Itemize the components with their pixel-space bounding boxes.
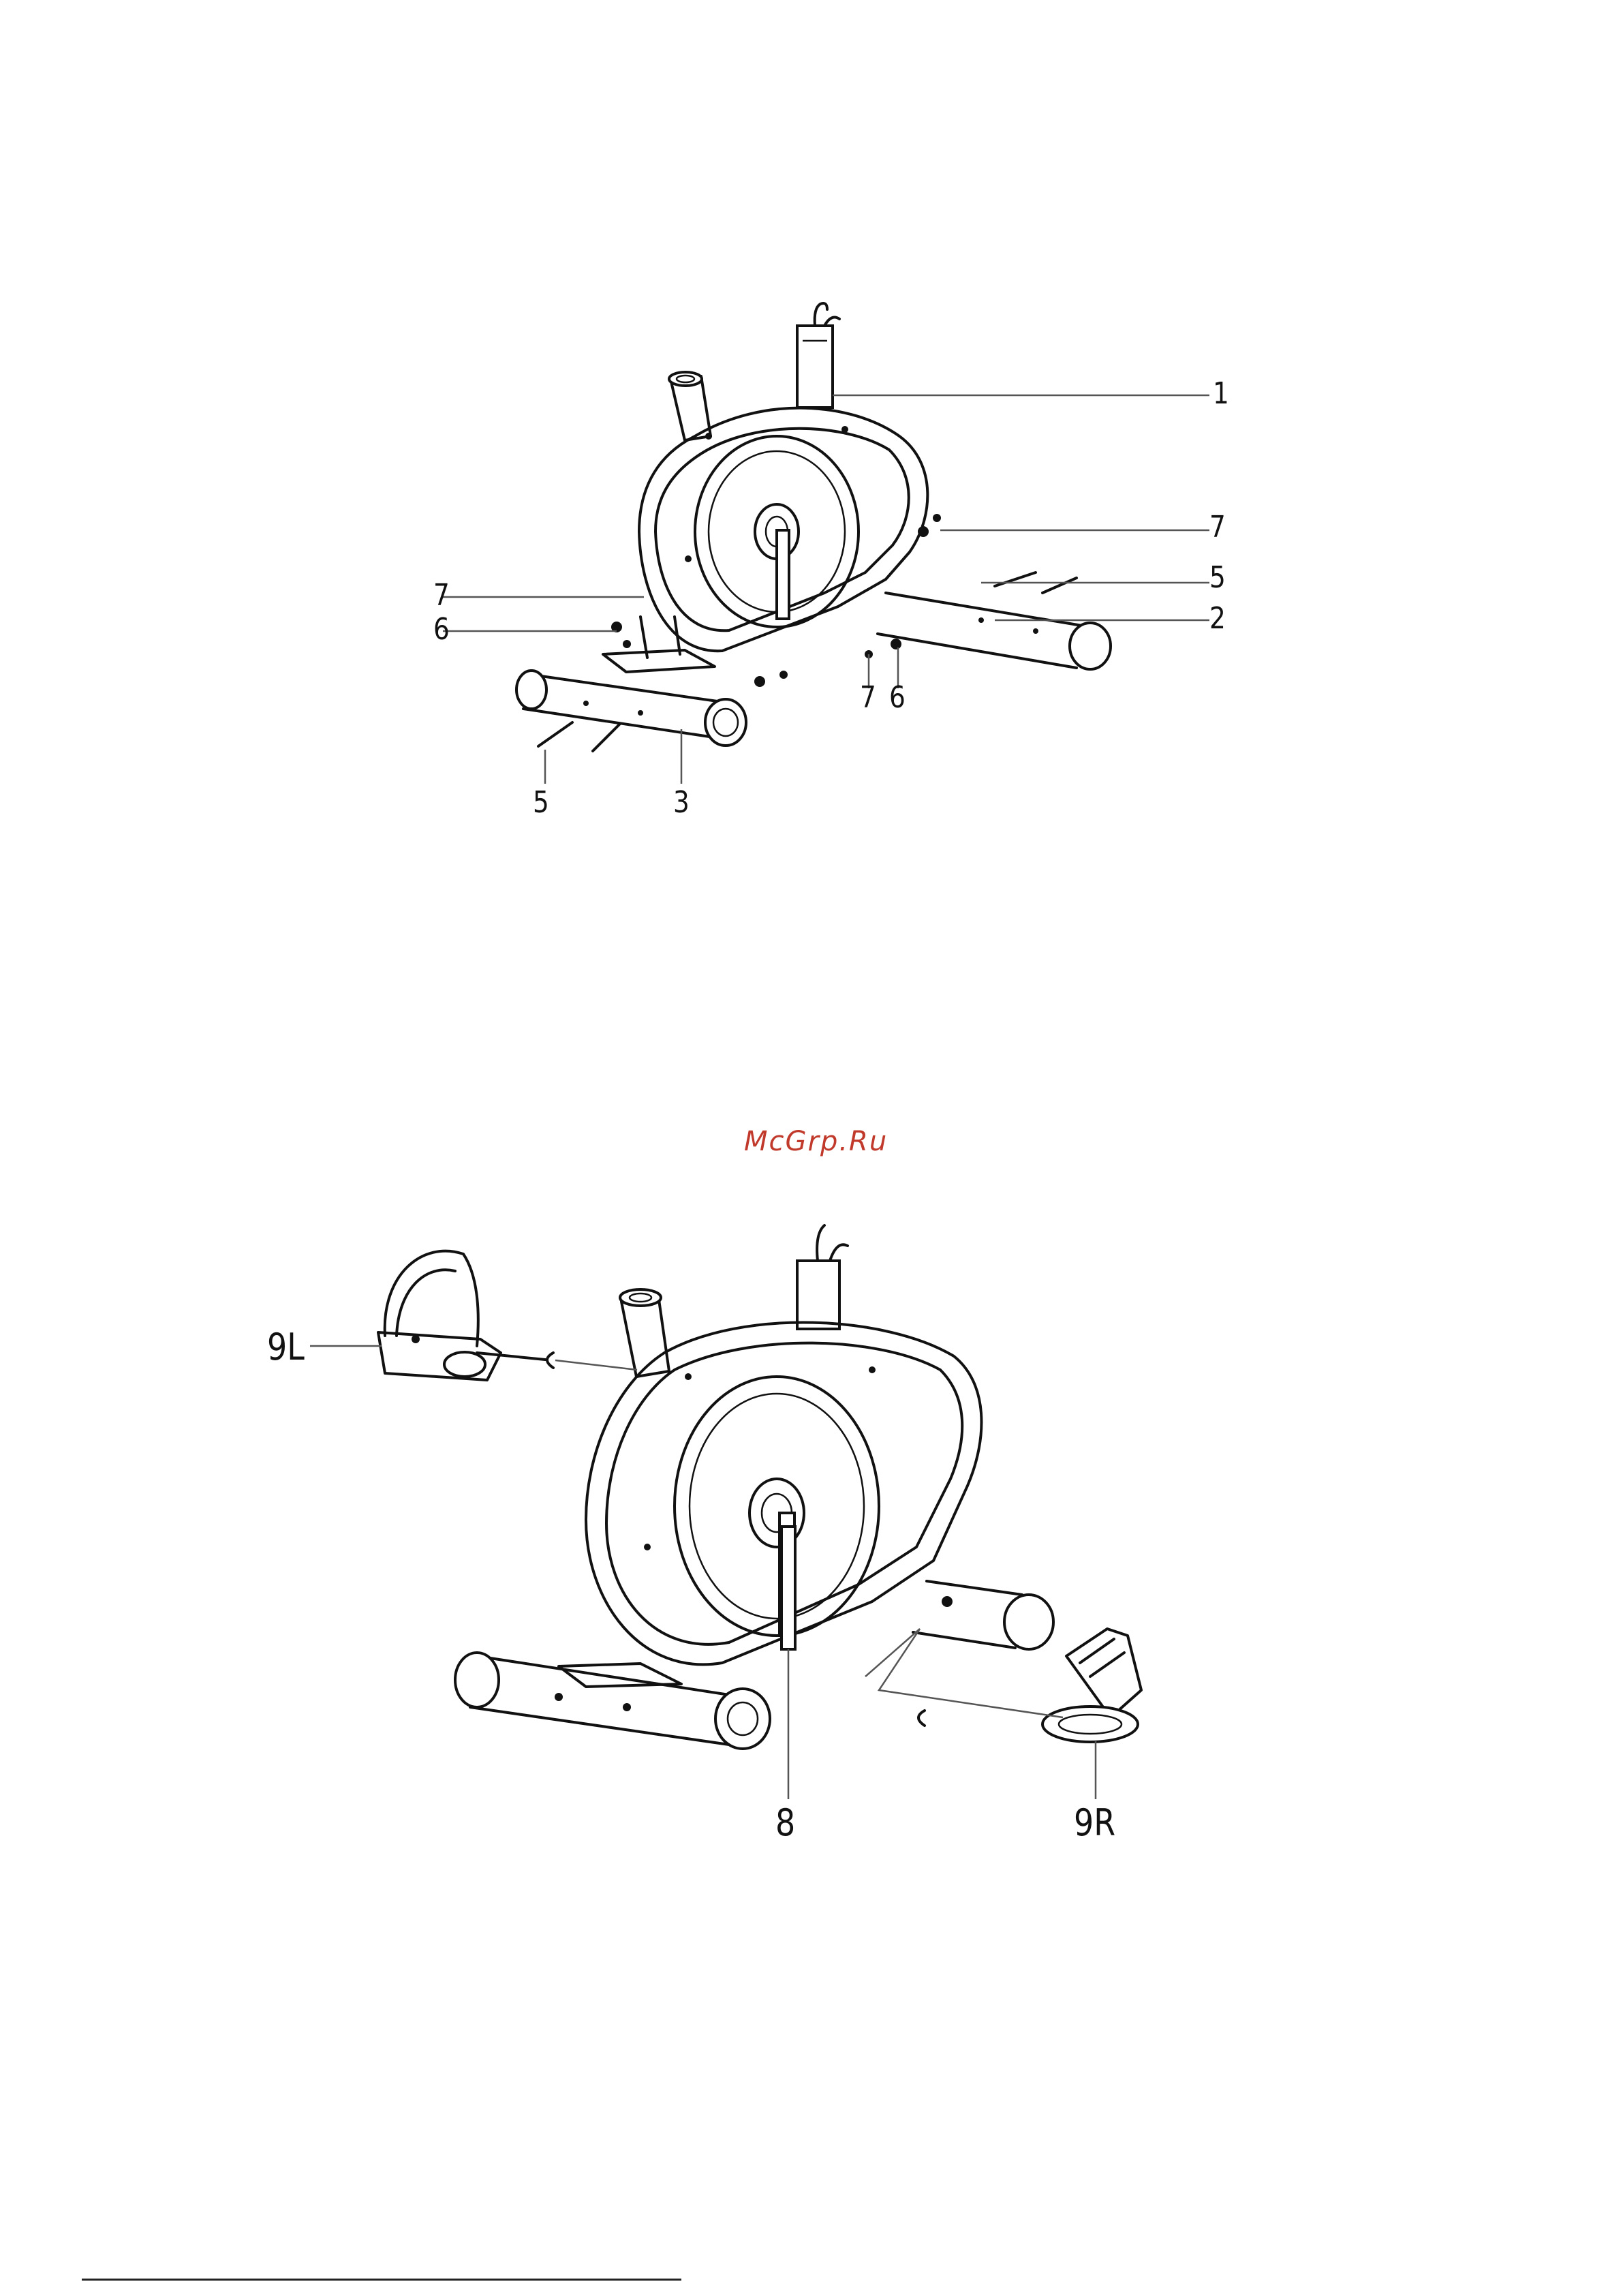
leader-lines-step2	[310, 1346, 1096, 1799]
callout-2: 2	[1209, 604, 1226, 634]
front-stabilizer-part3	[516, 671, 746, 746]
rear-stabilizer-part2	[878, 593, 1111, 669]
handlebar-stub-step2	[620, 1289, 669, 1377]
seat-post-stub-step1	[797, 303, 839, 408]
step1-assembly	[443, 303, 1209, 784]
callout-7-lower: 7	[860, 683, 876, 713]
callout-1: 1	[1213, 379, 1229, 409]
step2-assembly	[310, 1225, 1141, 1799]
callout-9R: 9R	[1074, 1805, 1115, 1841]
callout-9L: 9L	[267, 1329, 305, 1366]
crank-arm-part8	[782, 1527, 795, 1649]
callout-7-right: 7	[1209, 512, 1226, 542]
seat-post-stub-step2	[797, 1225, 848, 1329]
leader-lines-step1	[443, 395, 1209, 784]
frame-housing-step1	[639, 408, 927, 652]
callout-5-right: 5	[1209, 563, 1226, 593]
rear-stabilizer-step2	[913, 1581, 1053, 1649]
watermark-text: McGrp.Ru	[744, 1126, 888, 1157]
callout-6-lower: 6	[889, 683, 906, 713]
callout-6-left: 6	[433, 615, 450, 645]
front-bracket-step2	[559, 1664, 681, 1687]
callout-7-left: 7	[433, 581, 450, 611]
callout-3: 3	[673, 788, 690, 818]
callout-8: 8	[775, 1805, 795, 1841]
callout-5-left: 5	[533, 788, 549, 818]
front-stabilizer-step2	[455, 1653, 770, 1749]
left-pedal-9L	[378, 1251, 553, 1380]
